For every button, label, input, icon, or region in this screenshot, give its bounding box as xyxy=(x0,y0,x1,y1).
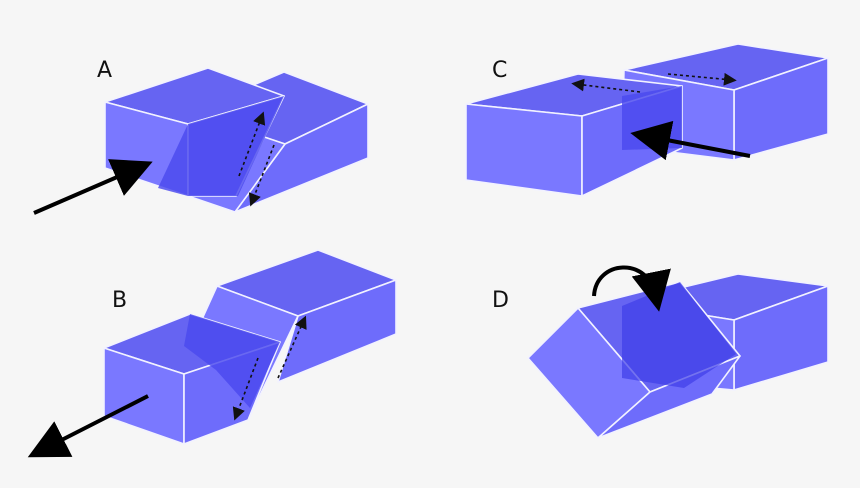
panel-d-label: D xyxy=(492,288,509,313)
panel-b-dashed-arrow-up xyxy=(277,315,307,379)
panel-c-label: C xyxy=(492,58,507,83)
panel-d: D xyxy=(492,265,829,439)
panel-c-dashed-arrow-left xyxy=(571,78,641,93)
panel-b-motion-arrow xyxy=(27,394,149,458)
panel-a-overlap xyxy=(158,96,284,196)
panel-b-overlap xyxy=(184,314,280,408)
panel-c: C xyxy=(465,43,829,197)
panel-c-motion-arrow xyxy=(630,120,751,161)
panel-a-label: A xyxy=(97,58,112,83)
panel-a-dashed-arrow-down xyxy=(248,144,275,207)
panel-c-dashed-arrow-right xyxy=(667,72,737,86)
panel-b-label: B xyxy=(112,288,127,313)
panel-a-motion-arrow xyxy=(33,159,153,215)
panel-a: A xyxy=(33,58,369,215)
panel-b-dashed-arrow-down xyxy=(232,357,259,421)
panel-b: B xyxy=(27,249,397,458)
panel-a-dashed-arrow-up xyxy=(238,111,266,177)
panel-d-rotation-arrow xyxy=(592,265,671,312)
